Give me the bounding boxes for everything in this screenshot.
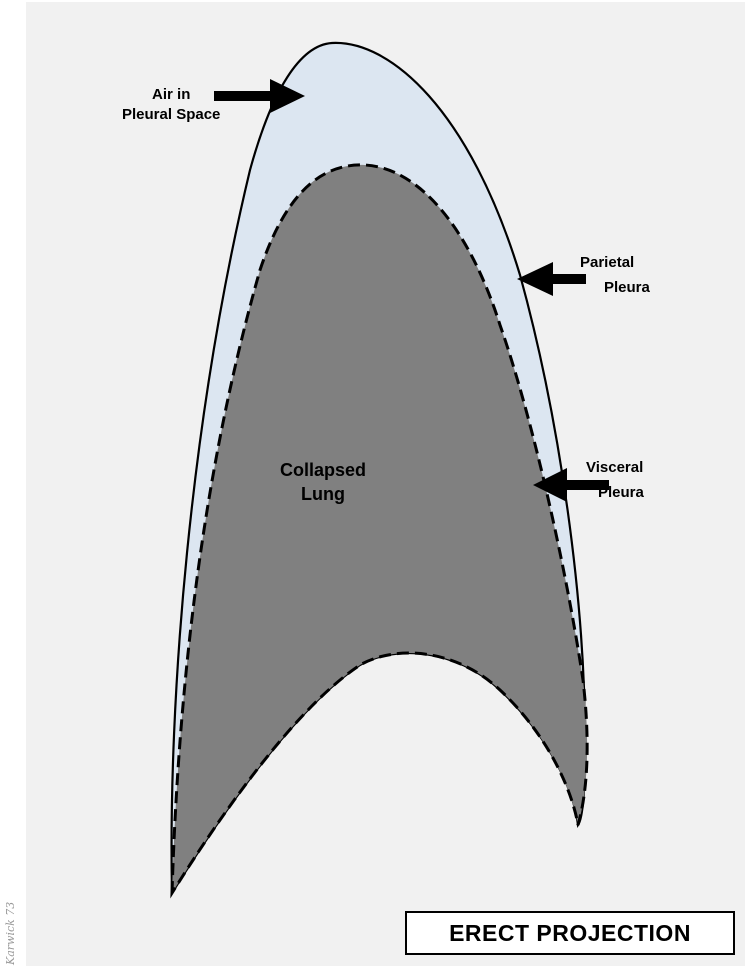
parietal-label-line-1: Parietal <box>580 250 650 275</box>
visceral-label-line-1: Visceral <box>586 455 644 480</box>
diagram-title: ERECT PROJECTION <box>405 911 735 955</box>
collapsed-label-line-2: Lung <box>280 482 366 506</box>
collapsed-lung-label: Collapsed Lung <box>280 458 366 506</box>
visceral-label-line-2: Pleura <box>586 480 644 505</box>
visceral-pleura-label: Visceral Pleura <box>586 455 644 505</box>
parietal-label-line-2: Pleura <box>580 275 650 300</box>
arrow-icon <box>517 262 586 296</box>
artist-signature: Karwick 73 <box>4 902 17 965</box>
parietal-pleura-label: Parietal Pleura <box>580 250 650 300</box>
air-in-pleural-space-label: Air in Pleural Space <box>122 85 220 125</box>
air-label-line-1: Air in <box>122 85 220 105</box>
collapsed-label-line-1: Collapsed <box>280 458 366 482</box>
air-label-line-2: Pleural Space <box>122 105 220 125</box>
